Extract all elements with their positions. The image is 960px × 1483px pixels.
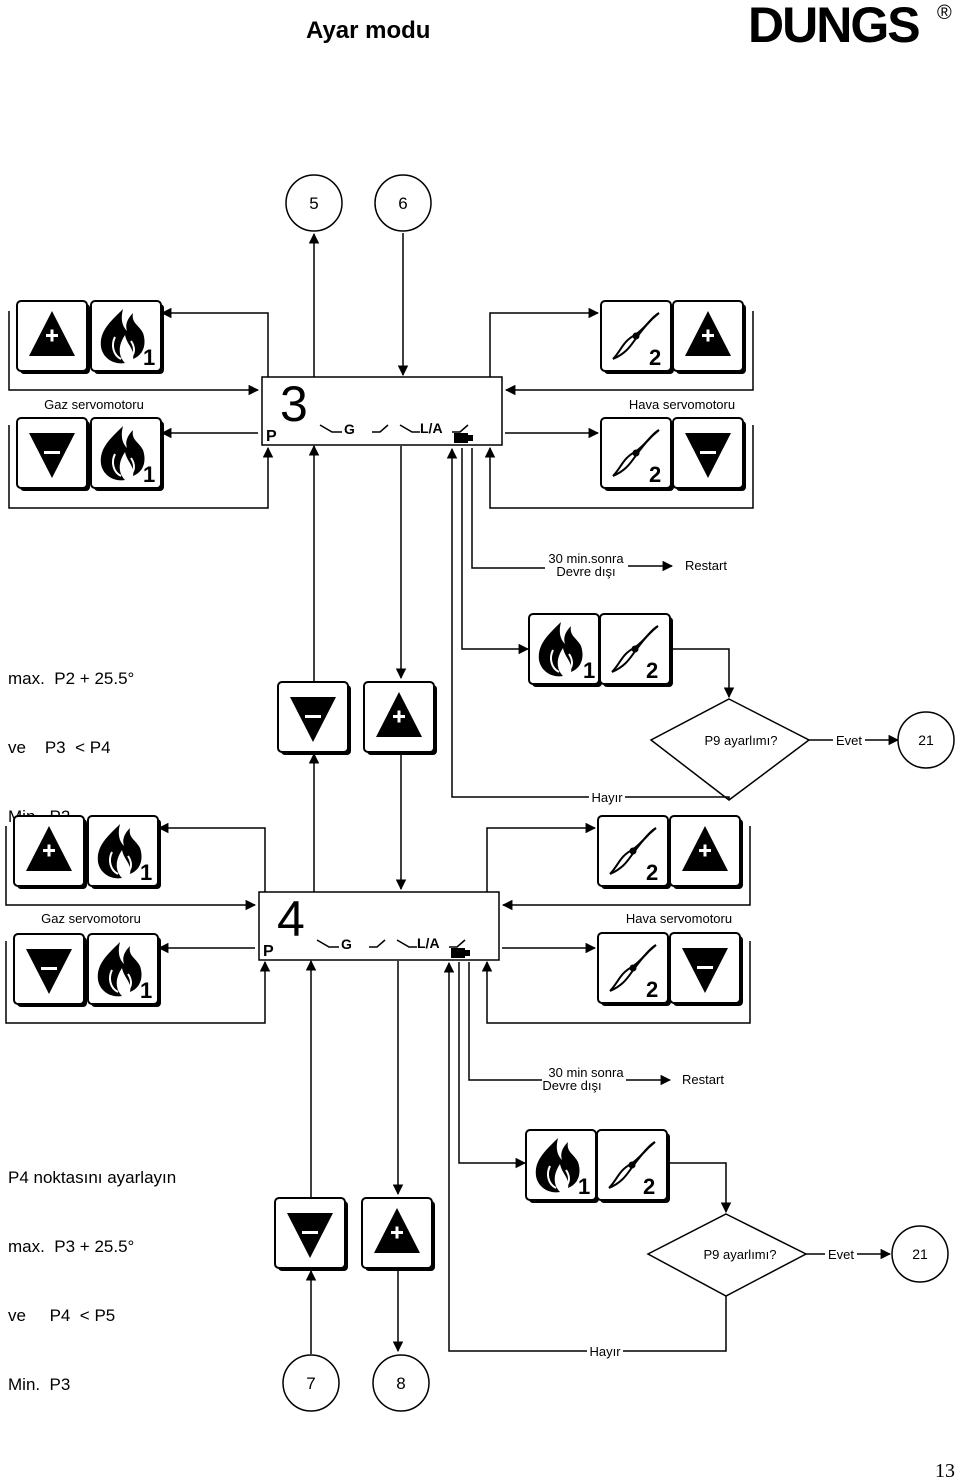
air-fan-key-down-2[interactable]: 2	[597, 932, 672, 1007]
lcd-display-step-4: P 4 G L/A	[258, 891, 500, 961]
svg-text:2: 2	[646, 658, 658, 683]
gas-plus-key-2[interactable]	[13, 815, 88, 890]
gas-flame-key-up[interactable]: 1	[90, 300, 165, 375]
svg-text:21: 21	[918, 732, 934, 748]
no-label-2: Hayır	[589, 1344, 621, 1359]
svg-text:1: 1	[140, 860, 152, 885]
svg-text:1: 1	[143, 345, 155, 370]
svg-text:G: G	[344, 421, 355, 437]
section1-line-2: ve P3 < P4	[8, 738, 111, 757]
svg-text:2: 2	[646, 977, 658, 1002]
gas-servo-label-1: Gaz servomotoru	[44, 397, 144, 412]
p9-decision-1: P9 ayarlımı?	[649, 698, 811, 801]
air-fan-key-up-2[interactable]: 2	[597, 815, 672, 890]
after-30-label-1: 30 min.sonra	[548, 551, 624, 566]
svg-text:P9 ayarlımı?: P9 ayarlımı?	[705, 733, 778, 748]
svg-text:2: 2	[649, 345, 661, 370]
air-minus-key[interactable]	[672, 417, 747, 492]
page-title: Ayar modu	[306, 17, 431, 44]
step-plus-key-2[interactable]	[361, 1197, 436, 1272]
combined-flame-key-1[interactable]: 1	[528, 613, 603, 688]
svg-text:1: 1	[143, 462, 155, 487]
section1-note: max. P2 + 25.5° ve P3 < P4 Min. P2	[8, 621, 134, 851]
step-minus-key-1[interactable]	[277, 681, 352, 756]
svg-text:G: G	[341, 936, 352, 952]
svg-text:1: 1	[583, 658, 595, 683]
svg-text:8: 8	[396, 1374, 405, 1393]
gas-plus-key[interactable]	[16, 300, 91, 375]
svg-text:P: P	[266, 428, 277, 445]
brand-logo: DUNGS	[748, 0, 921, 53]
restart-label-1: Restart	[685, 558, 727, 573]
p9-decision-2: P9 ayarlımı?	[646, 1213, 808, 1297]
lcd-display-step-3: P 3 G L/A	[261, 376, 503, 446]
gas-flame-key-down-2[interactable]: 1	[87, 933, 162, 1008]
section1-line-1: max. P2 + 25.5°	[8, 669, 135, 688]
section2-note: P4 noktasını ayarlayın max. P3 + 25.5° v…	[8, 1120, 176, 1419]
air-plus-key-2[interactable]	[669, 815, 744, 890]
svg-text:2: 2	[646, 860, 658, 885]
svg-text:4: 4	[277, 891, 305, 947]
page-number: 13	[935, 1460, 955, 1482]
air-fan-key-up[interactable]: 2	[600, 300, 675, 375]
section2-line-3: ve P4 < P5	[8, 1306, 116, 1325]
svg-text:P9 ayarlımı?: P9 ayarlımı?	[704, 1247, 777, 1262]
air-fan-key-down[interactable]: 2	[600, 417, 675, 492]
svg-text:L/A: L/A	[420, 420, 443, 436]
svg-text:L/A: L/A	[417, 935, 440, 951]
registered-mark: ®	[937, 2, 952, 24]
svg-text:1: 1	[578, 1174, 590, 1199]
svg-text:1: 1	[140, 978, 152, 1003]
svg-text:3: 3	[280, 376, 308, 432]
connector-21-b: 21	[891, 1225, 949, 1283]
connector-6: 6	[374, 174, 432, 232]
no-label-1: Hayır	[591, 790, 623, 805]
svg-text:2: 2	[649, 462, 661, 487]
svg-text:21: 21	[912, 1246, 928, 1262]
section2-line-2: max. P3 + 25.5°	[8, 1237, 135, 1256]
after-30-label-2: 30 min sonra	[548, 1065, 624, 1080]
step-plus-key-1[interactable]	[363, 681, 438, 756]
air-minus-key-2[interactable]	[669, 932, 744, 1007]
air-servo-label-2: Hava servomotoru	[626, 911, 732, 926]
combined-flame-key-2[interactable]: 1	[525, 1129, 600, 1204]
shutdown-label-2: Devre dışı	[542, 1078, 601, 1093]
gas-servo-label-2: Gaz servomotoru	[41, 911, 141, 926]
gas-flame-key-down[interactable]: 1	[90, 417, 165, 492]
restart-label-2: Restart	[682, 1072, 724, 1087]
connector-5: 5	[285, 174, 343, 232]
shutdown-label-1: Devre dışı	[556, 564, 615, 579]
section2-line-1: P4 noktasını ayarlayın	[8, 1168, 177, 1187]
combined-fan-key-1[interactable]: 2	[599, 613, 674, 688]
svg-text:7: 7	[306, 1374, 315, 1393]
svg-text:6: 6	[398, 194, 407, 213]
svg-text:2: 2	[643, 1174, 655, 1199]
yes-label-2: Evet	[828, 1247, 854, 1262]
gas-minus-key[interactable]	[16, 417, 91, 492]
air-servo-label-1: Hava servomotoru	[629, 397, 735, 412]
svg-text:P: P	[263, 943, 274, 960]
step-minus-key-2[interactable]	[274, 1197, 349, 1272]
connector-7: 7	[282, 1354, 340, 1412]
gas-flame-key-up-2[interactable]: 1	[87, 815, 162, 890]
air-plus-key[interactable]	[672, 300, 747, 375]
section2-line-4: Min. P3	[8, 1375, 71, 1394]
connector-8: 8	[372, 1354, 430, 1412]
connector-21-a: 21	[897, 711, 955, 769]
gas-minus-key-2[interactable]	[13, 933, 88, 1008]
yes-label-1: Evet	[836, 733, 862, 748]
combined-fan-key-2[interactable]: 2	[596, 1129, 671, 1204]
svg-text:5: 5	[309, 194, 318, 213]
